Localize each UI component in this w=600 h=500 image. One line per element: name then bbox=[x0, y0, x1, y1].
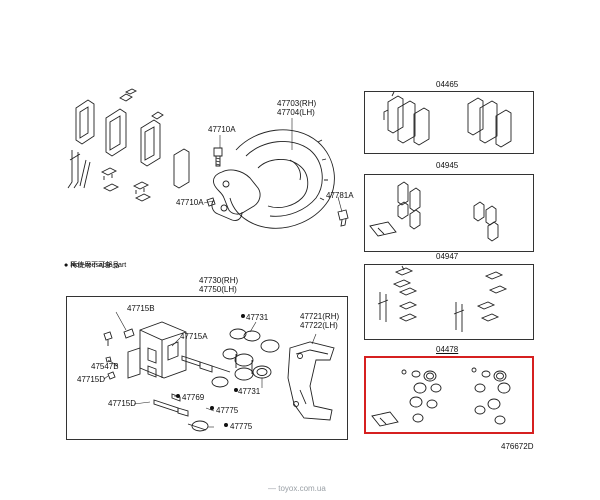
label-47722-lh[interactable]: 47722(LH) bbox=[300, 321, 338, 330]
pad-set-icon bbox=[383, 91, 512, 148]
bullet-icon: ● bbox=[64, 262, 71, 269]
torque-plate-icon bbox=[211, 169, 261, 221]
label-47731-top[interactable]: 47731 bbox=[246, 313, 269, 322]
label-47715a[interactable]: 47715A bbox=[180, 332, 208, 341]
label-47710a-top[interactable]: 47710A bbox=[208, 125, 236, 134]
watermark: — toyox.com.ua bbox=[268, 484, 326, 493]
label-47721-rh[interactable]: 47721(RH) bbox=[300, 312, 340, 321]
brake-pad-icon bbox=[105, 108, 127, 157]
caliper-bracket-icon bbox=[287, 341, 335, 421]
seal-kit-icon bbox=[371, 367, 511, 427]
fitting-kit-icon bbox=[377, 265, 508, 332]
bolt-icon bbox=[206, 197, 216, 207]
label-47715b[interactable]: 47715B bbox=[127, 304, 155, 313]
label-47775-a[interactable]: 47775 bbox=[216, 406, 239, 415]
caliper-assembly-box bbox=[66, 296, 348, 440]
label-47704-lh[interactable]: 47704(LH) bbox=[277, 108, 315, 117]
label-04945[interactable]: 04945 bbox=[436, 161, 459, 170]
label-04478[interactable]: 04478 bbox=[436, 345, 459, 354]
bolt-icon bbox=[213, 147, 223, 167]
bolt-icon bbox=[337, 209, 349, 227]
label-47730-rh[interactable]: 47730(RH) bbox=[199, 276, 239, 285]
label-47775-b[interactable]: 47775 bbox=[230, 422, 253, 431]
label-04947[interactable]: 04947 bbox=[436, 252, 459, 261]
label-47703-rh[interactable]: 47703(RH) bbox=[277, 99, 317, 108]
label-47715d-b[interactable]: 47715D bbox=[108, 399, 137, 408]
legend-line-jp: ● 再使用不可部品 bbox=[64, 262, 120, 269]
brake-pad-icon bbox=[173, 148, 190, 189]
disc-dust-cover-icon bbox=[229, 129, 335, 229]
kit-box-04947 bbox=[364, 264, 534, 340]
label-04465[interactable]: 04465 bbox=[436, 80, 459, 89]
bullet-icon: ● bbox=[64, 262, 71, 269]
slide-pin-icon bbox=[153, 355, 231, 432]
label-47769[interactable]: 47769 bbox=[182, 393, 205, 402]
brake-pad-icon bbox=[140, 119, 161, 167]
shim-kit-icon bbox=[369, 181, 499, 242]
label-47781a[interactable]: 47781A bbox=[326, 191, 354, 200]
label-47715d-a[interactable]: 47715D bbox=[77, 375, 106, 384]
brake-pad-icon bbox=[75, 99, 95, 145]
kit-box-04478-highlight bbox=[364, 356, 534, 434]
legend-line-en: ● Non-reusable part bbox=[64, 262, 127, 269]
kit-box-04945 bbox=[364, 174, 534, 252]
kit-box-04465 bbox=[364, 91, 534, 154]
illustration-id: 476672D bbox=[501, 442, 534, 451]
label-47731-bottom[interactable]: 47731 bbox=[238, 387, 261, 396]
label-47710a-bottom[interactable]: 47710A bbox=[176, 198, 204, 207]
label-47547b[interactable]: 47547B bbox=[91, 362, 119, 371]
label-47750-lh[interactable]: 47750(LH) bbox=[199, 285, 237, 294]
